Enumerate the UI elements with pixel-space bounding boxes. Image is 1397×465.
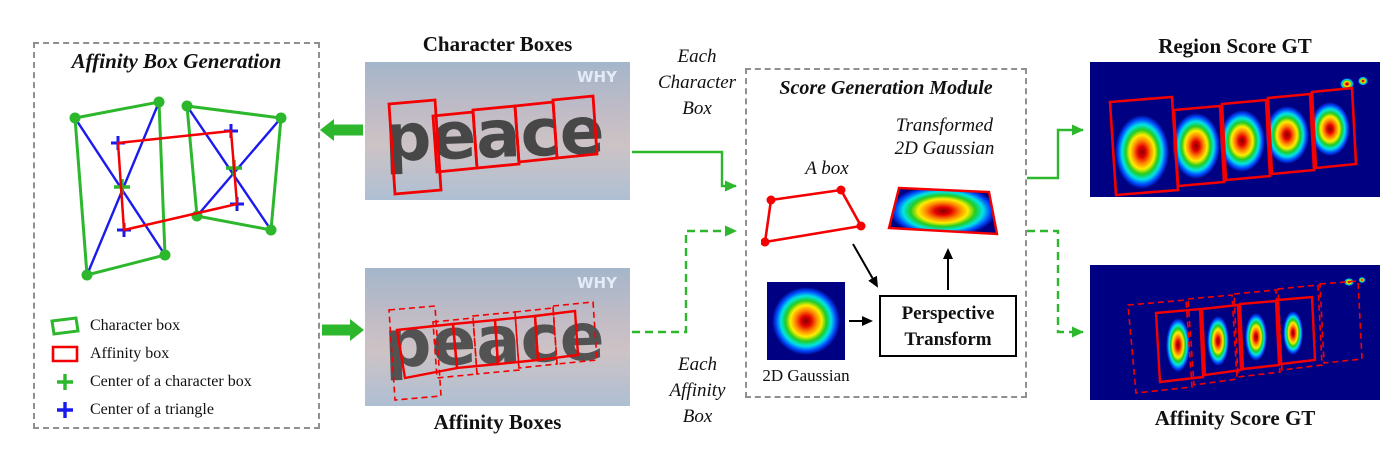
score-generation-module: Score Generation Module A box Transforme… [745, 68, 1027, 398]
arrow-module-to-affinity-score [1027, 229, 1084, 338]
each-character-box-label: Each Character Box [657, 46, 737, 119]
character-box [1220, 98, 1272, 182]
affinity-box [1238, 299, 1281, 371]
legend-label: Affinity box [90, 345, 170, 362]
gaussian-blob [1310, 102, 1350, 156]
legend-item-triangle-center: Center of a triangle [37, 396, 319, 424]
affinity-box-generation-panel: Affinity Box Generation [33, 42, 320, 429]
character-box [1310, 86, 1358, 170]
corner-dot [275, 112, 287, 124]
corner-dot [836, 185, 846, 195]
affinity-box [1276, 295, 1317, 366]
character-box [387, 98, 443, 196]
corner-dot [766, 195, 776, 205]
affinity-box [1200, 303, 1243, 377]
gaussian-blob [1219, 110, 1265, 172]
corner-dot [181, 100, 193, 112]
affinity-box-icon [51, 345, 79, 363]
watermark-text: WHY [577, 68, 618, 86]
legend-item-character-box: Character box [37, 312, 319, 340]
gaussian-blob [1166, 318, 1190, 372]
gaussian-blob [1283, 311, 1303, 355]
character-box-dashed [1187, 294, 1238, 386]
a-box-shape [761, 185, 866, 247]
character-box-icon [50, 316, 80, 336]
gaussian-blob [772, 287, 840, 355]
arrow-character-to-module [632, 150, 737, 192]
gaussian-blob-small [1344, 278, 1354, 286]
arrow-affinity-to-module [632, 225, 737, 334]
affinity-box-outline [116, 129, 239, 232]
corner-dot [856, 221, 866, 231]
character-box-dashed [1277, 284, 1323, 371]
character-box-dashed [472, 311, 520, 375]
gaussian-2d-image [767, 282, 845, 360]
gaussian-blob [1172, 113, 1220, 179]
transformed-gaussian-image [887, 186, 999, 236]
character-boxes-image: WHY peace [365, 62, 630, 200]
corner-dot [761, 237, 770, 247]
character-box-dashed [1127, 299, 1193, 394]
legend-item-character-center: Center of a character box [37, 368, 319, 396]
each-affinity-box-label: Each Affinity Box [669, 354, 726, 427]
affinity-box [1154, 307, 1205, 384]
affinity-score-title: Affinity Score GT [1154, 406, 1316, 430]
corner-dot [265, 224, 277, 236]
gaussian-blob [889, 188, 997, 234]
green-plus-icon [57, 374, 73, 390]
blue-plus-icon [57, 402, 73, 418]
thick-arrow-to-generation [320, 119, 363, 141]
affinity-box [533, 309, 580, 362]
corner-dot [153, 96, 165, 108]
character-box [551, 94, 599, 160]
corner-dot [81, 269, 93, 281]
gaussian-blob [1245, 313, 1267, 361]
watermark-text: WHY [577, 274, 618, 292]
corner-dot [159, 249, 171, 261]
transformed-gaussian-label: Transformed 2D Gaussian [894, 115, 995, 159]
score-generation-module-title: Score Generation Module [779, 77, 993, 99]
legend-label: Center of a triangle [90, 401, 214, 418]
gaussian-blob-small [1358, 76, 1368, 86]
affinity-boxes-title: Affinity Boxes [433, 410, 562, 434]
character-box [1172, 104, 1226, 188]
a-box-label: A box [805, 158, 849, 179]
character-box-dashed [432, 317, 478, 379]
character-box [471, 104, 521, 170]
region-score-image [1090, 62, 1380, 197]
character-box-dashed [388, 305, 442, 401]
character-boxes-title: Character Boxes [422, 32, 573, 56]
corner-dot [69, 112, 81, 124]
thick-arrow-to-affinity-boxes [322, 319, 364, 341]
character-box [1108, 95, 1180, 197]
affinity-boxes-image: WHY peace [365, 268, 630, 406]
gaussian-blob [1207, 316, 1229, 366]
character-box-dashed [1233, 289, 1281, 378]
gaussian-blob [1115, 115, 1169, 189]
gaussian-blob-small [1358, 277, 1366, 283]
legend-label: Character box [90, 317, 181, 334]
legend: Character box Affinity box Center of a c… [37, 312, 319, 424]
gaussian-blob [1265, 106, 1309, 164]
affinity-generation-diagram [69, 96, 287, 281]
perspective-transform-box: Perspective Transform [879, 295, 1017, 357]
affinity-score-image [1090, 265, 1380, 400]
character-box-dashed [514, 307, 558, 369]
word-text: peace [383, 92, 606, 177]
legend-item-affinity-box: Affinity box [37, 340, 319, 368]
region-score-title: Region Score GT [1158, 34, 1312, 58]
arrow-abox-to-perspective [852, 243, 878, 288]
character-box [1266, 92, 1316, 176]
arrow-module-to-region-score [1027, 124, 1084, 180]
gaussian-2d-label: 2D Gaussian [762, 366, 850, 385]
character-box-dashed [1319, 280, 1363, 364]
legend-label: Center of a character box [90, 373, 252, 390]
affinity-box-generation-title: Affinity Box Generation [71, 49, 282, 73]
